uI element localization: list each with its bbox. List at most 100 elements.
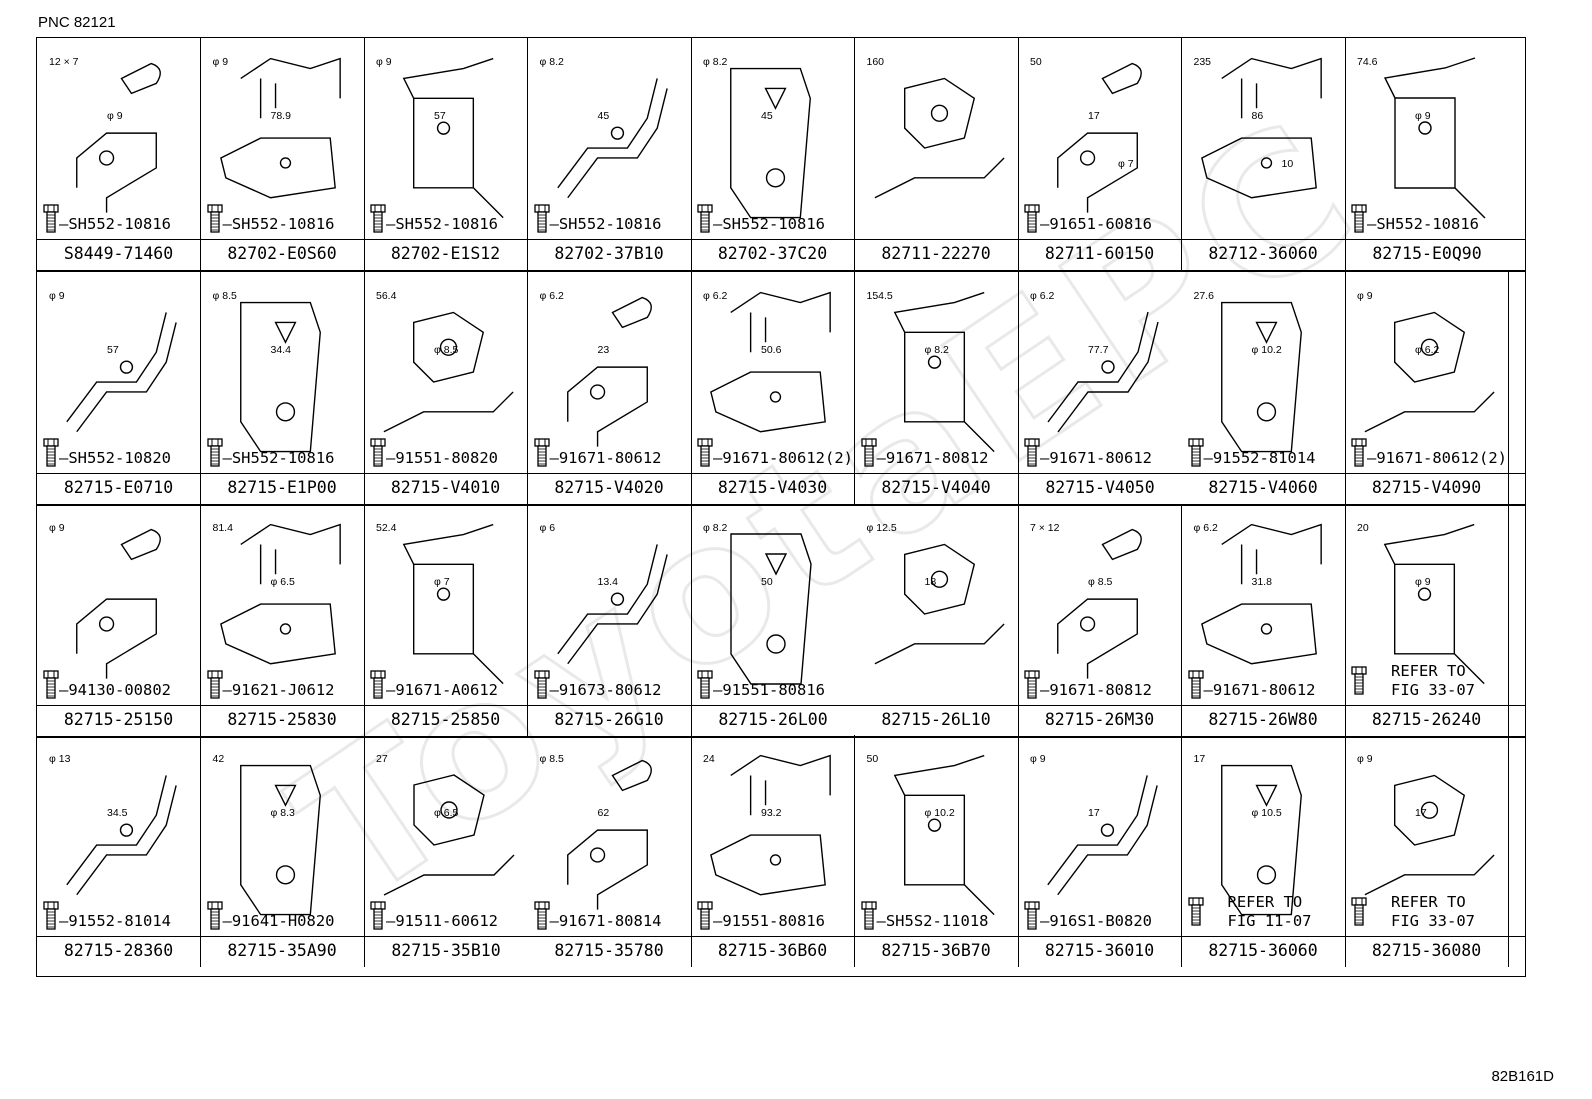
part-number[interactable]: 82715-26L00 — [718, 710, 828, 729]
part-number[interactable]: 82715-35B10 — [391, 941, 501, 960]
bolt-part-number: —SH5S2-11018 — [876, 912, 989, 930]
bolt-part-number: —91671-A0612 — [386, 681, 498, 699]
dimension-label: φ 6.2 — [1415, 344, 1440, 356]
part-number[interactable]: 82715-36010 — [1044, 941, 1155, 960]
part-illustration — [239, 764, 321, 916]
bolt-part-number: —SH552-10816 — [1367, 215, 1479, 233]
part-illustration — [556, 78, 668, 199]
bolt-part-number: —91551-80816 — [713, 681, 825, 699]
part-illustration — [383, 311, 514, 433]
part-illustration — [219, 523, 341, 665]
part-number[interactable]: 82715-E1P00 — [227, 478, 337, 497]
part-number[interactable]: 82715-35A90 — [227, 941, 337, 960]
part-number[interactable]: 82715-36B60 — [717, 941, 828, 960]
dimension-label: φ 8.5 — [1088, 576, 1113, 588]
part-number[interactable]: 82711-22270 — [881, 244, 991, 263]
part-illustration — [730, 533, 812, 685]
dimension-label: φ 7 — [1118, 158, 1134, 170]
part-illustration — [874, 543, 1005, 665]
dimension-label: φ 10.2 — [1251, 344, 1282, 356]
part-illustration — [66, 312, 177, 433]
part-number[interactable]: 82715-36080 — [1371, 941, 1482, 960]
dimension-label: φ 9 — [1357, 753, 1373, 765]
dimension-label: φ 8.2 — [924, 344, 949, 356]
refer-note: REFER TO FIG 33-07 — [1391, 893, 1475, 930]
pnc-label: PNC 82121 — [38, 14, 116, 31]
dimension-label: 7 × 12 — [1030, 522, 1060, 534]
dimension-label: φ 10.2 — [924, 807, 955, 819]
part-number[interactable]: 82715-26G10 — [554, 710, 664, 729]
bolt-part-number: —91673-80612 — [549, 681, 662, 699]
part-number[interactable]: 82715-E0Q90 — [1372, 244, 1482, 263]
part-number[interactable]: 82715-26L10 — [881, 710, 991, 729]
part-number[interactable]: 82702-37B10 — [554, 244, 664, 263]
part-illustration — [1057, 528, 1142, 679]
part-number[interactable]: 82715-26M30 — [1044, 710, 1155, 729]
part-illustration — [710, 754, 831, 896]
part-number[interactable]: 82715-35780 — [554, 941, 664, 960]
dimension-label: 27.6 — [1193, 290, 1214, 302]
part-number[interactable]: 82702-37C20 — [717, 244, 828, 263]
part-illustration — [66, 775, 177, 896]
dimension-label: φ 6.5 — [270, 576, 295, 588]
part-number[interactable]: 82715-V4020 — [554, 478, 664, 497]
part-illustration — [1383, 523, 1485, 685]
bolt-part-number: —91671-80612 — [549, 449, 662, 467]
part-number[interactable]: 82715-V4090 — [1371, 478, 1482, 497]
part-illustration — [566, 296, 652, 447]
part-number[interactable]: 82715-V4030 — [717, 478, 828, 497]
part-number[interactable]: 82715-V4010 — [390, 478, 501, 497]
bolt-part-number: —91552-81014 — [59, 912, 171, 930]
dimension-label: 31.8 — [1251, 576, 1272, 588]
bolt-part-number: —91621-J0612 — [222, 681, 335, 699]
part-number[interactable]: 82715-25850 — [390, 710, 501, 729]
part-number[interactable]: 82712-36060 — [1208, 244, 1318, 263]
part-number[interactable]: 82702-E1S12 — [390, 244, 501, 263]
part-illustration — [1047, 775, 1158, 896]
dimension-label: 17 — [1088, 110, 1100, 122]
dimension-label: φ 8.2 — [703, 522, 728, 534]
part-number[interactable]: 82715-28360 — [63, 941, 174, 960]
dimension-label: φ 13 — [49, 753, 71, 765]
row-border — [37, 270, 1525, 272]
part-number[interactable]: 82711-60150 — [1044, 244, 1155, 263]
part-number[interactable]: 82715-V4060 — [1208, 478, 1318, 497]
refer-note: REFER TO FIG 11-07 — [1227, 893, 1312, 930]
part-illustration — [1364, 774, 1495, 896]
part-number[interactable]: 82715-36B70 — [881, 941, 991, 960]
part-number[interactable]: 82715-25830 — [227, 710, 337, 729]
part-number[interactable]: 82715-26W80 — [1208, 710, 1318, 729]
dimension-label: 56.4 — [376, 290, 397, 302]
bolt-part-number: —91511-60612 — [386, 912, 498, 930]
bolt-part-number: —91671-80612 — [1203, 681, 1316, 699]
part-number[interactable]: 82715-V4040 — [881, 478, 991, 497]
part-number[interactable]: S8449-71460 — [63, 244, 174, 263]
row-divider — [37, 705, 1525, 706]
part-number[interactable]: 82715-E0710 — [63, 478, 174, 497]
dimension-label: φ 8.5 — [539, 753, 564, 765]
part-number[interactable]: 82715-36060 — [1208, 941, 1318, 960]
part-number[interactable]: 82715-25150 — [63, 710, 174, 729]
part-number[interactable]: 82715-V4050 — [1045, 478, 1155, 497]
row-border — [37, 736, 1525, 738]
part-number[interactable]: 82715-26240 — [1371, 710, 1482, 729]
dimension-label: 93.2 — [761, 807, 782, 819]
bolt-part-number: —91651-60816 — [1040, 215, 1152, 233]
part-number[interactable]: 82702-E0S60 — [227, 244, 337, 263]
part-illustration — [1220, 764, 1302, 916]
dimension-label: φ 6.5 — [434, 807, 459, 819]
dimension-label: φ 8.2 — [703, 56, 728, 68]
